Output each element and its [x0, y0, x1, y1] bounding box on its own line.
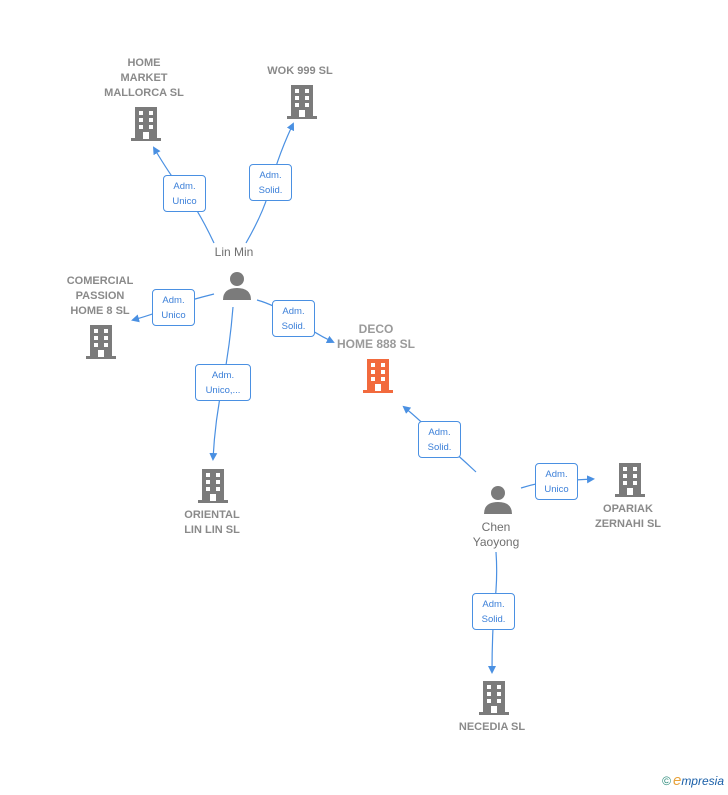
- company-label-comercial[interactable]: COMERCIAL PASSION HOME 8 SL: [66, 275, 134, 317]
- company-label-necedia[interactable]: NECEDIA SL: [458, 721, 526, 733]
- company-label-opariak[interactable]: OPARIAK ZERNAHI SL: [595, 503, 661, 530]
- role-box-wok[interactable]: Adm. Solid.: [249, 164, 292, 201]
- person-label-lin-min[interactable]: Lin Min: [214, 245, 254, 259]
- building-icon[interactable]: [286, 84, 318, 120]
- role-box-deco-lin[interactable]: Adm. Solid.: [272, 300, 315, 337]
- building-icon[interactable]: [614, 462, 646, 498]
- role-box-deco-chen[interactable]: Adm. Solid.: [418, 421, 461, 458]
- building-icon-main[interactable]: [362, 358, 394, 394]
- role-box-opariak[interactable]: Adm. Unico: [535, 463, 578, 500]
- building-icon[interactable]: [130, 106, 162, 142]
- building-icon[interactable]: [85, 324, 117, 360]
- brand-name: mpresia: [681, 774, 724, 788]
- brand-e: e: [672, 772, 682, 789]
- building-icon[interactable]: [197, 468, 229, 504]
- company-label-oriental[interactable]: ORIENTAL LIN LIN SL: [184, 509, 240, 536]
- building-icon[interactable]: [478, 680, 510, 716]
- company-label-home-market[interactable]: HOME MARKET MALLORCA SL: [104, 57, 184, 99]
- empresia-logo[interactable]: ©empresia: [662, 772, 724, 789]
- person-icon[interactable]: [482, 485, 514, 515]
- person-icon[interactable]: [221, 271, 253, 301]
- company-label-wok[interactable]: WOK 999 SL: [267, 65, 333, 77]
- role-box-oriental[interactable]: Adm. Unico,...: [195, 364, 251, 401]
- role-box-home-market[interactable]: Adm. Unico: [163, 175, 206, 212]
- person-label-chen-yaoyong[interactable]: Chen Yaoyong: [472, 520, 520, 549]
- role-box-necedia[interactable]: Adm. Solid.: [472, 593, 515, 630]
- role-box-comercial[interactable]: Adm. Unico: [152, 289, 195, 326]
- company-label-deco[interactable]: DECO HOME 888 SL: [336, 322, 416, 351]
- copyright-symbol: ©: [662, 774, 671, 788]
